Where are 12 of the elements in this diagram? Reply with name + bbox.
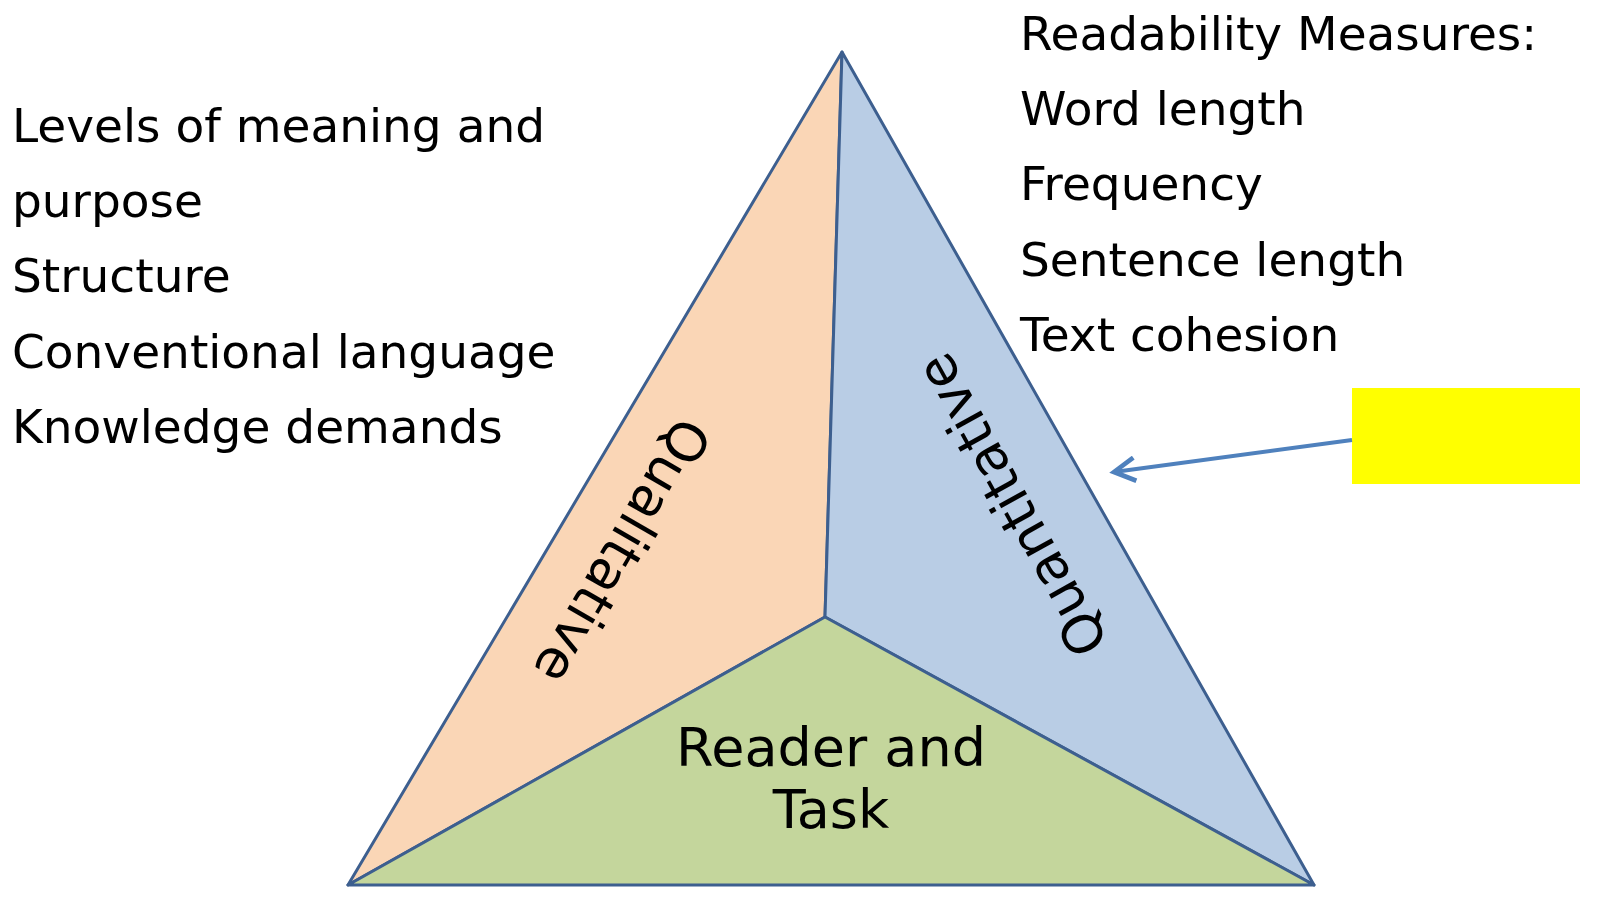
- list-item: Structure: [12, 247, 232, 306]
- list-item: Frequency: [1020, 155, 1264, 214]
- arrow: [1111, 438, 1353, 484]
- list-item: Conventional language: [12, 322, 557, 381]
- list-item: Sentence length: [1020, 230, 1407, 289]
- list-item: Text cohesion: [1020, 305, 1341, 362]
- region-label: Reader and Task: [675, 717, 987, 842]
- list-item: Word length: [1020, 80, 1307, 139]
- list-item: Levels of meaning and purpose: [12, 97, 547, 231]
- list-item: Readability Measures:: [1020, 5, 1539, 63]
- list-item: Knowledge demands: [12, 397, 504, 456]
- highlight-box: [1352, 388, 1580, 484]
